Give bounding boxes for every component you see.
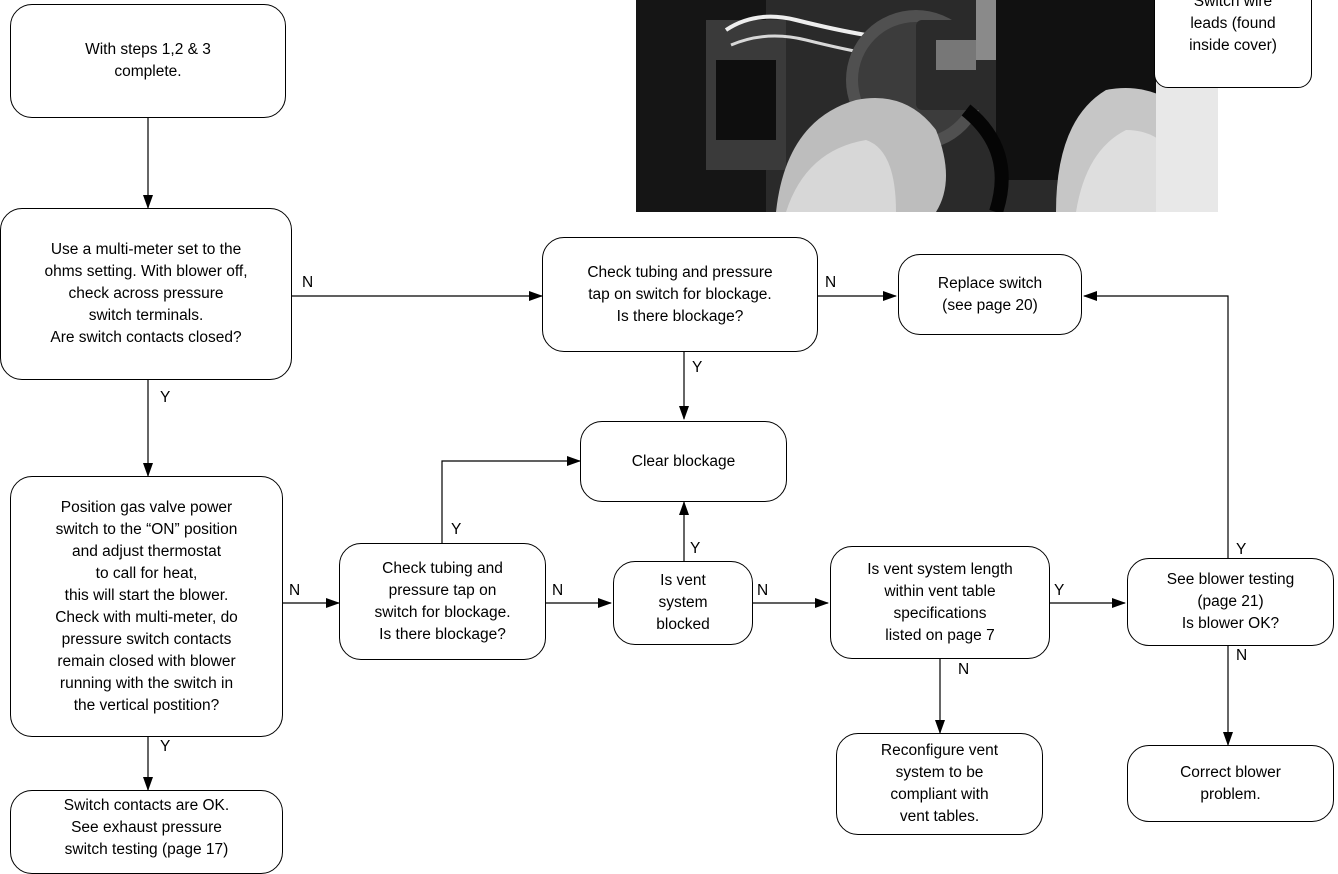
label-blower-yes: Y: [1236, 541, 1247, 558]
label-vent-length-no: N: [958, 661, 970, 678]
wire-leads-callout: Switch wire leads (found inside cover): [1154, 0, 1312, 88]
vent-blocked-box: Is vent system blocked: [613, 561, 753, 645]
label-check-top-no: N: [825, 274, 837, 291]
label-vent-length-yes: Y: [1054, 582, 1065, 599]
label-multimeter-yes: Y: [160, 389, 171, 406]
contacts-ok-box: Switch contacts are OK. See exhaust pres…: [10, 790, 283, 874]
label-vent-blocked-no: N: [757, 582, 769, 599]
check-tubing-top-box: Check tubing and pressure tap on switch …: [542, 237, 818, 352]
label-check-top-yes: Y: [692, 359, 703, 376]
vent-length-box: Is vent system length within vent table …: [830, 546, 1050, 659]
arrow-blower-yes: [1083, 291, 1229, 558]
check-tubing-mid-box: Check tubing and pressure tap on switch …: [339, 543, 546, 660]
label-check-mid-yes: Y: [451, 521, 462, 538]
label-check-mid-no: N: [552, 582, 564, 599]
replace-switch-box: Replace switch (see page 20): [898, 254, 1082, 335]
blower-testing-box: See blower testing (page 21) Is blower O…: [1127, 558, 1334, 646]
label-multimeter-no: N: [302, 274, 314, 291]
label-position-no: N: [289, 582, 301, 599]
reconfigure-vent-box: Reconfigure vent system to be compliant …: [836, 733, 1043, 835]
multimeter-check-box: Use a multi-meter set to the ohms settin…: [0, 208, 292, 380]
pressure-switch-photo: [636, 0, 1218, 212]
arrow-check-mid-yes: [441, 456, 581, 543]
correct-blower-box: Correct blower problem.: [1127, 745, 1334, 822]
position-gas-valve-box: Position gas valve power switch to the “…: [10, 476, 283, 737]
photo-illustration: [636, 0, 1218, 212]
label-vent-blocked-yes: Y: [690, 540, 701, 557]
label-blower-no: N: [1236, 647, 1248, 664]
clear-blockage-box: Clear blockage: [580, 421, 787, 502]
start-box: With steps 1,2 & 3 complete.: [10, 4, 286, 118]
label-position-yes: Y: [160, 738, 171, 755]
